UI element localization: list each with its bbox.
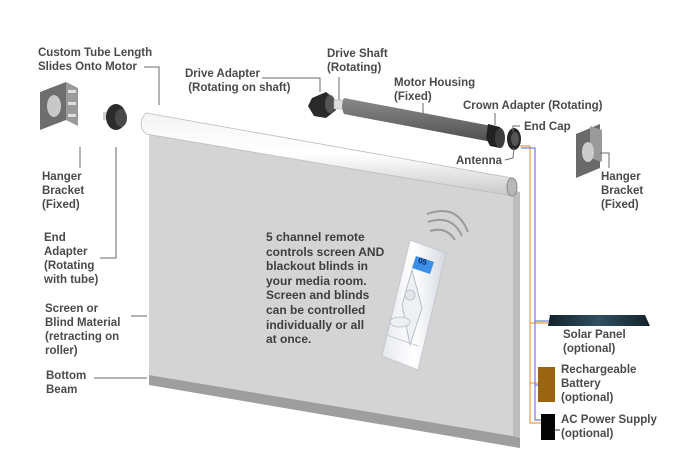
end-adapter	[103, 104, 127, 130]
crown-adapter	[486, 124, 505, 148]
label-drive-adapter: Drive Adapter (Rotating on shaft)	[185, 68, 291, 94]
label-solar-panel: Solar Panel (optional)	[563, 329, 626, 355]
remote-control	[381, 239, 447, 371]
label-screen-material: Screen or Blind Material (retracting on …	[45, 303, 121, 357]
remote-callout-text: 5 channel remote controls screen AND bla…	[266, 230, 385, 347]
label-motor-housing: Motor Housing (Fixed)	[394, 77, 476, 103]
rechargeable-battery	[538, 367, 555, 402]
label-custom-tube-length: Custom Tube Length Slides Onto Motor	[38, 47, 153, 73]
end-cap	[507, 128, 521, 150]
hanger-bracket-right	[576, 124, 602, 178]
label-hanger-bracket-right: Hanger Bracket (Fixed)	[601, 171, 644, 211]
label-rechargeable-battery: Rechargeable Battery (optional)	[561, 364, 637, 404]
ac-power-supply	[541, 414, 560, 440]
label-ac-power-supply: AC Power Supply (optional)	[561, 414, 657, 440]
wireless-signal-icon	[426, 210, 469, 241]
label-drive-shaft: Drive Shaft (Rotating)	[327, 48, 388, 74]
drive-adapter	[308, 92, 336, 118]
screen-right-edge	[513, 190, 520, 438]
power-wires	[520, 145, 552, 424]
motor-housing	[342, 98, 492, 142]
leader-lines	[79, 66, 610, 379]
roller-tube	[140, 112, 518, 197]
screen-material	[149, 134, 513, 436]
label-end-adapter: End Adapter (Rotating with tube)	[44, 232, 99, 286]
hanger-bracket-left	[40, 82, 78, 130]
label-hanger-bracket-left: Hanger Bracket (Fixed)	[42, 171, 85, 211]
label-crown-adapter: Crown Adapter (Rotating)	[463, 100, 603, 112]
label-end-cap: End Cap	[524, 121, 571, 133]
bottom-beam	[149, 375, 520, 448]
label-antenna: Antenna	[456, 155, 502, 167]
label-bottom-beam: Bottom Beam	[46, 370, 87, 396]
solar-panel	[548, 315, 650, 326]
